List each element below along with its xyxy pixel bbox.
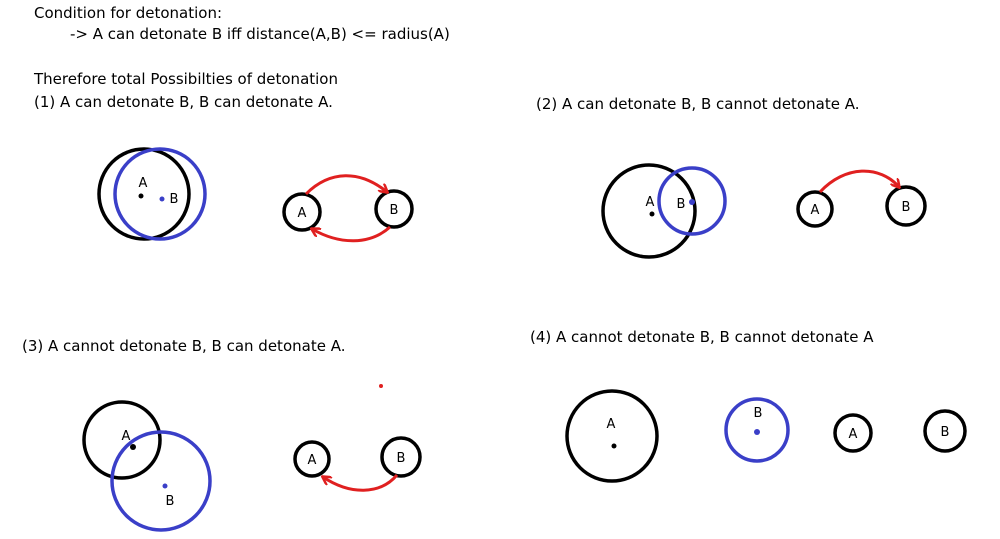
case-3-node-b (380, 436, 422, 478)
case-4-node-b (923, 409, 967, 453)
case-3-overlap-figure: A B (82, 400, 212, 532)
case-1-node-b-label: B (390, 203, 399, 218)
case-3-center-a (130, 444, 136, 450)
case-4-center-a (611, 443, 617, 449)
case-3-label: (3) A cannot detonate B, B can detonate … (22, 337, 346, 355)
case-1-label: (1) A can detonate B, B can detonate A. (34, 93, 333, 111)
possibilities-title: Therefore total Possibilties of detonati… (34, 70, 338, 88)
case-2-circle-a (601, 163, 697, 259)
case-2-center-a (649, 211, 655, 217)
case-3-graph: A B (293, 384, 422, 492)
case-3-node-a (293, 440, 331, 478)
case-4-node-b-label: B (941, 425, 950, 440)
case-2-label-a: A (646, 195, 655, 210)
case-1-overlap-figure: A B (97, 147, 207, 241)
case-4-center-b (754, 429, 760, 435)
case-1-circle-b (113, 147, 207, 241)
case-3-node-b-label: B (397, 451, 406, 466)
case-4-separate-figure: A B (565, 389, 790, 483)
case-1-label-b: B (170, 192, 179, 207)
case-1-label-a: A (139, 176, 148, 191)
case-3-node-a-label: A (308, 453, 317, 468)
case-1-center-b (159, 196, 165, 202)
case-2-graph: A B (796, 169, 927, 228)
case-3-center-b (162, 483, 168, 489)
case-2-node-a-label: A (811, 203, 820, 218)
case-2-center-b (689, 199, 695, 205)
case-3-circle-b (110, 430, 212, 532)
case-2-node-a (796, 190, 834, 228)
case-2-circle-b (657, 166, 727, 236)
condition-rule: -> A can detonate B iff distance(A,B) <=… (70, 25, 450, 43)
case-3-circle-a (82, 400, 162, 480)
stray-red-dot (379, 384, 383, 388)
case-4-graph: A B (833, 409, 967, 453)
case-4-node-a-label: A (849, 427, 858, 442)
case-2-node-b (885, 185, 927, 227)
case-1-graph: A B (282, 174, 414, 243)
case-2-label-b: B (677, 197, 686, 212)
case-4-label-a: A (607, 417, 616, 432)
case-2-arrow-a-to-b (818, 169, 899, 194)
case-3-arrow-b-to-a (323, 473, 399, 492)
case-4-label-b: B (754, 406, 763, 421)
case-1-node-b (374, 189, 414, 229)
case-3-label-a: A (122, 429, 131, 444)
case-2-label: (2) A can detonate B, B cannot detonate … (536, 95, 860, 113)
condition-title: Condition for detonation: (34, 4, 223, 22)
case-1-center-a (138, 193, 144, 199)
case-4-circle-a (565, 389, 659, 483)
case-1-node-a-label: A (298, 206, 307, 221)
case-4-label: (4) A cannot detonate B, B cannot detona… (530, 328, 874, 346)
case-3-label-b: B (166, 494, 175, 509)
case-1-arrow-b-to-a (312, 225, 392, 243)
case-1-circle-a (97, 147, 191, 241)
case-4-node-a (833, 413, 873, 453)
case-4-circle-b (724, 397, 790, 463)
case-1-arrow-a-to-b (304, 174, 387, 196)
case-2-overlap-figure: A B (601, 163, 727, 259)
case-2-node-b-label: B (902, 200, 911, 215)
case-1-node-a (282, 192, 322, 232)
